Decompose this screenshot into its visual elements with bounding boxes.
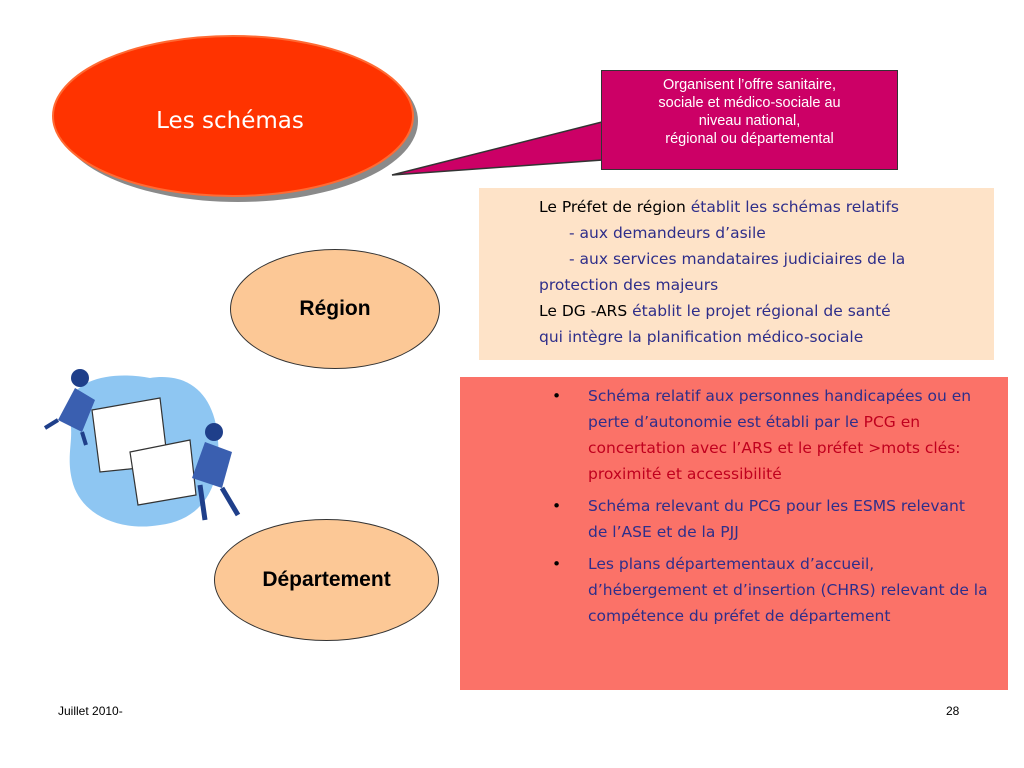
title-ellipse <box>52 35 414 197</box>
list-item: • Les plans départementaux d’accueil, d’… <box>540 551 988 629</box>
bullet1-part-b: PCG en concertation avec l’ARS et le pré… <box>588 413 961 483</box>
list-item: • Schéma relevant du PCG pour les ESMS r… <box>540 493 988 545</box>
departement-label: Département <box>262 568 391 591</box>
prefet-rest: établit les schémas relatifs <box>685 198 899 216</box>
callout-line: régional ou départemental <box>665 131 834 147</box>
region-line-prefet: Le Préfet de région établit les schémas … <box>539 194 984 220</box>
region-line-ars-cont: qui intègre la planification médico-soci… <box>539 328 864 346</box>
bullet-icon: • <box>552 497 562 515</box>
departement-list: • Schéma relatif aux personnes handicapé… <box>540 383 988 629</box>
region-label: Région <box>299 297 371 320</box>
list-item: • Schéma relatif aux personnes handicapé… <box>540 383 988 487</box>
region-line-ars: Le DG -ARS établit le projet régional de… <box>539 298 984 324</box>
bullet3-text: Les plans départementaux d’accueil, d’hé… <box>588 555 988 625</box>
departement-box: • Schéma relatif aux personnes handicapé… <box>460 377 1008 690</box>
ars-rest: établit le projet régional de santé <box>627 302 891 320</box>
bullet2-text: Schéma relevant du PCG pour les ESMS rel… <box>588 497 965 541</box>
region-item-mandataires-cont: protection des majeurs <box>539 276 719 294</box>
callout-line: Organisent l’offre sanitaire, <box>662 77 837 93</box>
bullet-icon: • <box>552 387 562 405</box>
callout-line: niveau national, <box>698 113 801 129</box>
callout-box: Organisent l’offre sanitaire, sociale et… <box>601 70 898 170</box>
region-item-mandataires: - aux services mandataires judiciaires d… <box>569 250 906 268</box>
departement-ellipse: Département <box>214 519 439 641</box>
people-assembling-puzzle-icon <box>43 369 241 527</box>
bullet-icon: • <box>552 555 562 573</box>
region-ellipse: Région <box>230 249 440 369</box>
region-box: Le Préfet de région établit les schémas … <box>479 188 994 360</box>
footer-date: Juillet 2010- <box>58 704 123 718</box>
callout-line: sociale et médico-sociale au <box>658 95 841 111</box>
region-item-asile: - aux demandeurs d’asile <box>569 224 766 242</box>
callout-pointer <box>391 121 603 176</box>
ars-lead: Le DG -ARS <box>539 302 628 320</box>
prefet-lead: Le Préfet de région <box>539 198 686 216</box>
bullet1-part-a: Schéma relatif aux personnes handicapées… <box>588 387 972 431</box>
footer-page-number: 28 <box>946 704 960 718</box>
page-title: Les schémas <box>156 108 304 134</box>
